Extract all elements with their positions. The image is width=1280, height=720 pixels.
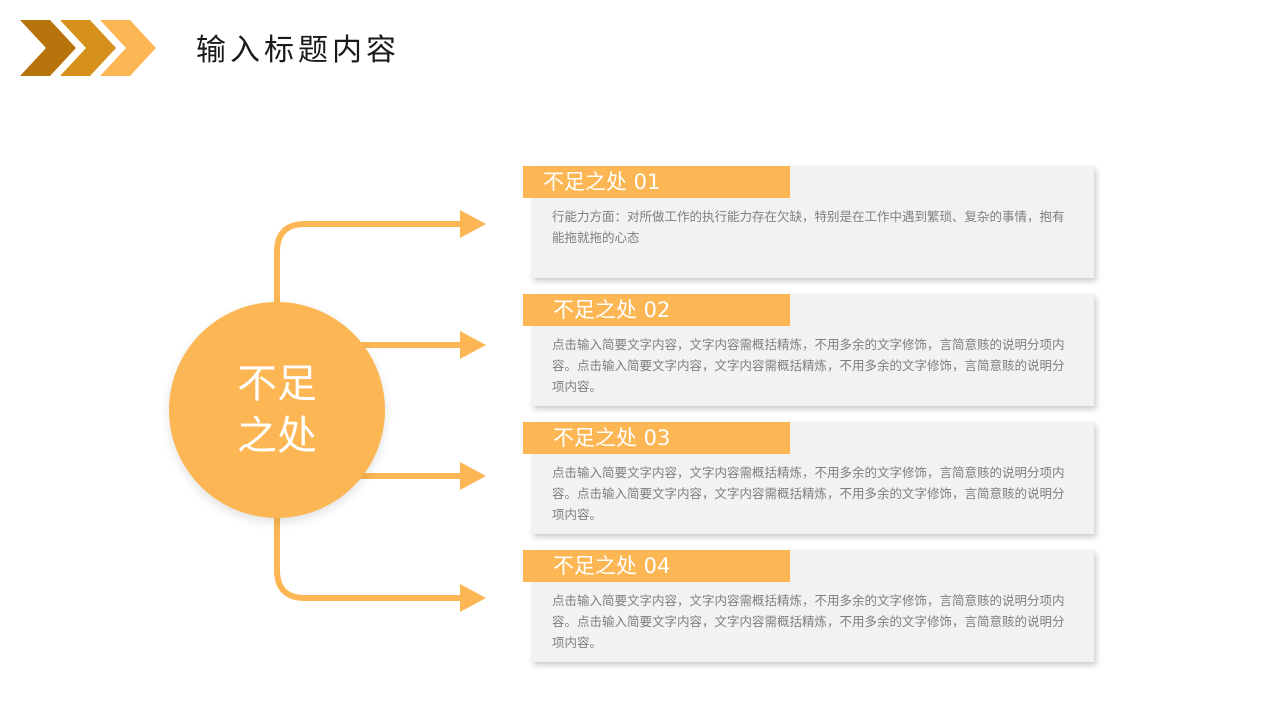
hub-label: 不足之处 [237, 361, 317, 459]
arrow-head-2 [460, 331, 486, 359]
item-text-3: 点击输入简要文字内容，文字内容需概括精炼，不用多余的文字修饰，言简意赅的说明分项… [552, 465, 1065, 522]
chevron-light [100, 20, 156, 76]
page-title: 输入标题内容 [196, 33, 400, 68]
item-title-3: 不足之处 03 [523, 422, 790, 454]
item-text-1: 行能力方面：对所做工作的执行能力存在欠缺，特别是在工作中遇到繁琐、复杂的事情，抱… [552, 209, 1065, 245]
arrow-line-1 [274, 221, 469, 307]
chevron-dark [20, 20, 76, 76]
item-title-4: 不足之处 04 [523, 550, 790, 582]
hub-circle: 不足之处 [169, 302, 385, 518]
item-title-1: 不足之处 01 [523, 166, 790, 198]
arrow-line-4 [274, 513, 469, 601]
chevron-logo-icon [20, 20, 156, 76]
arrow-head-1 [460, 210, 486, 238]
item-card-2: 点击输入简要文字内容，文字内容需概括精炼，不用多余的文字修饰，言简意赅的说明分项… [532, 294, 1094, 406]
arrow-head-4 [460, 584, 486, 612]
item-text-4: 点击输入简要文字内容，文字内容需概括精炼，不用多余的文字修饰，言简意赅的说明分项… [552, 593, 1065, 650]
item-text-2: 点击输入简要文字内容，文字内容需概括精炼，不用多余的文字修饰，言简意赅的说明分项… [552, 337, 1065, 394]
chevron-mid [60, 20, 116, 76]
item-title-2: 不足之处 02 [523, 294, 790, 326]
arrow-head-3 [460, 462, 486, 490]
